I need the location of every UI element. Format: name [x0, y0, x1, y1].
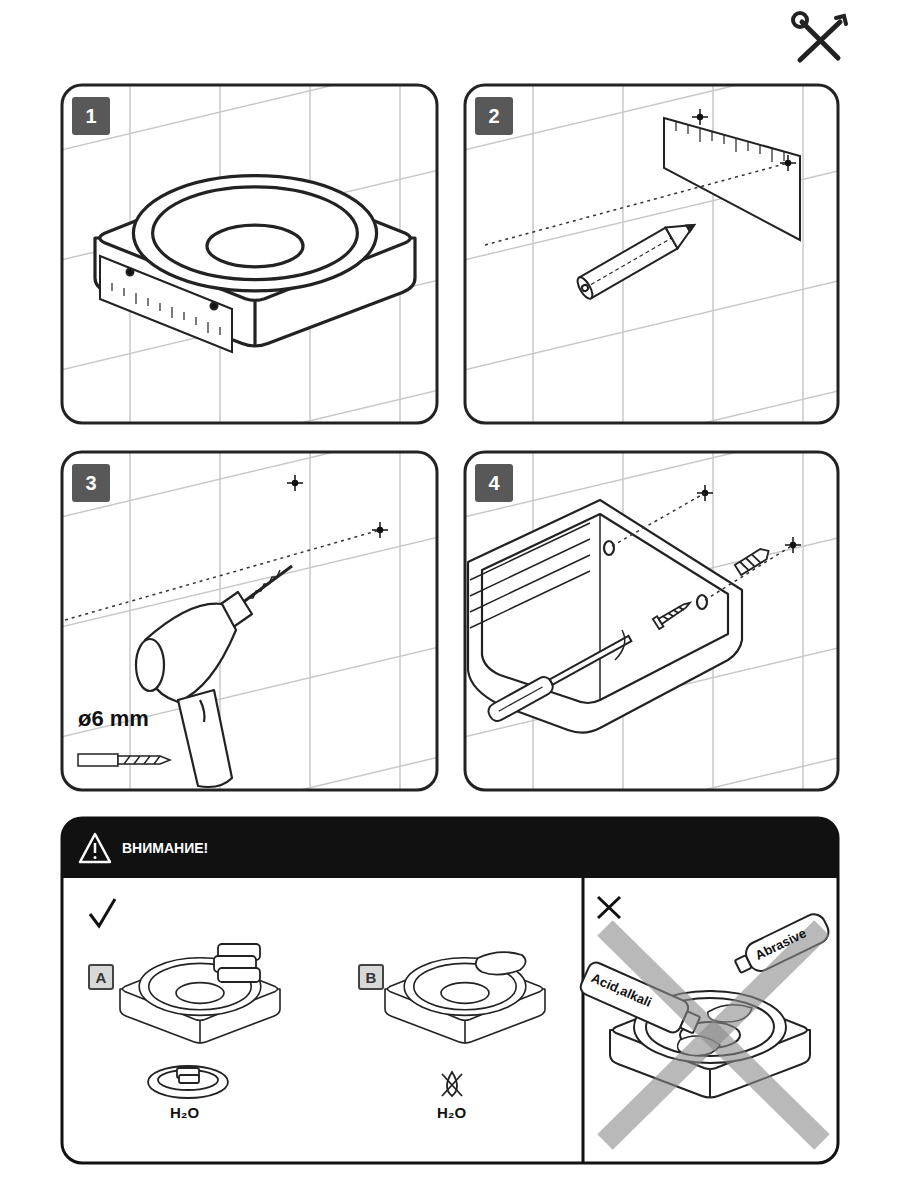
step-badge: 2: [475, 97, 513, 135]
tools-icon: [793, 13, 846, 60]
water-bowl: [148, 1066, 228, 1098]
step-number: 4: [488, 472, 499, 495]
guide-line: [612, 493, 705, 546]
guide-line: [705, 545, 793, 600]
screwdriver: [486, 631, 635, 724]
option-box: A: [88, 964, 114, 990]
no-water-symbol: [442, 1072, 462, 1096]
soap-dish: [95, 176, 415, 347]
step-badge: 3: [72, 464, 110, 502]
step-panel: [62, 85, 838, 790]
screw: [653, 598, 693, 629]
warning-header: ВНИМАНИЕ!: [122, 828, 422, 868]
cross-mark: [598, 897, 620, 918]
wall-plug: [735, 546, 772, 575]
ruler: [100, 256, 232, 352]
drill-bit-icon: [78, 754, 170, 766]
step-number: 1: [85, 105, 96, 128]
option-letter: B: [366, 969, 377, 986]
warning-panel: [62, 818, 838, 1163]
tile-grid: [465, 452, 838, 790]
water-note: H₂O: [437, 1104, 466, 1121]
bottle-label: Abrasive: [742, 916, 819, 972]
check-mark: [90, 899, 115, 926]
sponge: [214, 944, 260, 982]
drill: [136, 566, 292, 787]
water-note: H₂O: [170, 1104, 199, 1121]
rotation-arrow: [615, 630, 625, 660]
prohibition-cross: [605, 928, 822, 1142]
soap-dish: [385, 958, 545, 1044]
step-number: 3: [85, 472, 96, 495]
option-box: B: [358, 964, 384, 990]
step-number: 2: [488, 105, 499, 128]
bottle-label: Acid,alkali: [579, 960, 663, 1020]
cloth: [476, 952, 526, 974]
soap-dish-back: [468, 500, 742, 733]
drill-size: ø6 mm: [78, 706, 149, 732]
option-letter: A: [96, 969, 107, 986]
tile-grid: [465, 85, 838, 423]
tile-grid: [62, 452, 437, 790]
step-badge: 1: [72, 97, 110, 135]
tile-grid: [62, 85, 437, 423]
soap-dish: [120, 958, 280, 1044]
marking-line: [485, 163, 788, 245]
ruler: [664, 118, 800, 240]
warning-title: ВНИМАНИЕ!: [122, 840, 208, 856]
step-badge: 4: [475, 464, 513, 502]
pencil: [575, 215, 700, 301]
